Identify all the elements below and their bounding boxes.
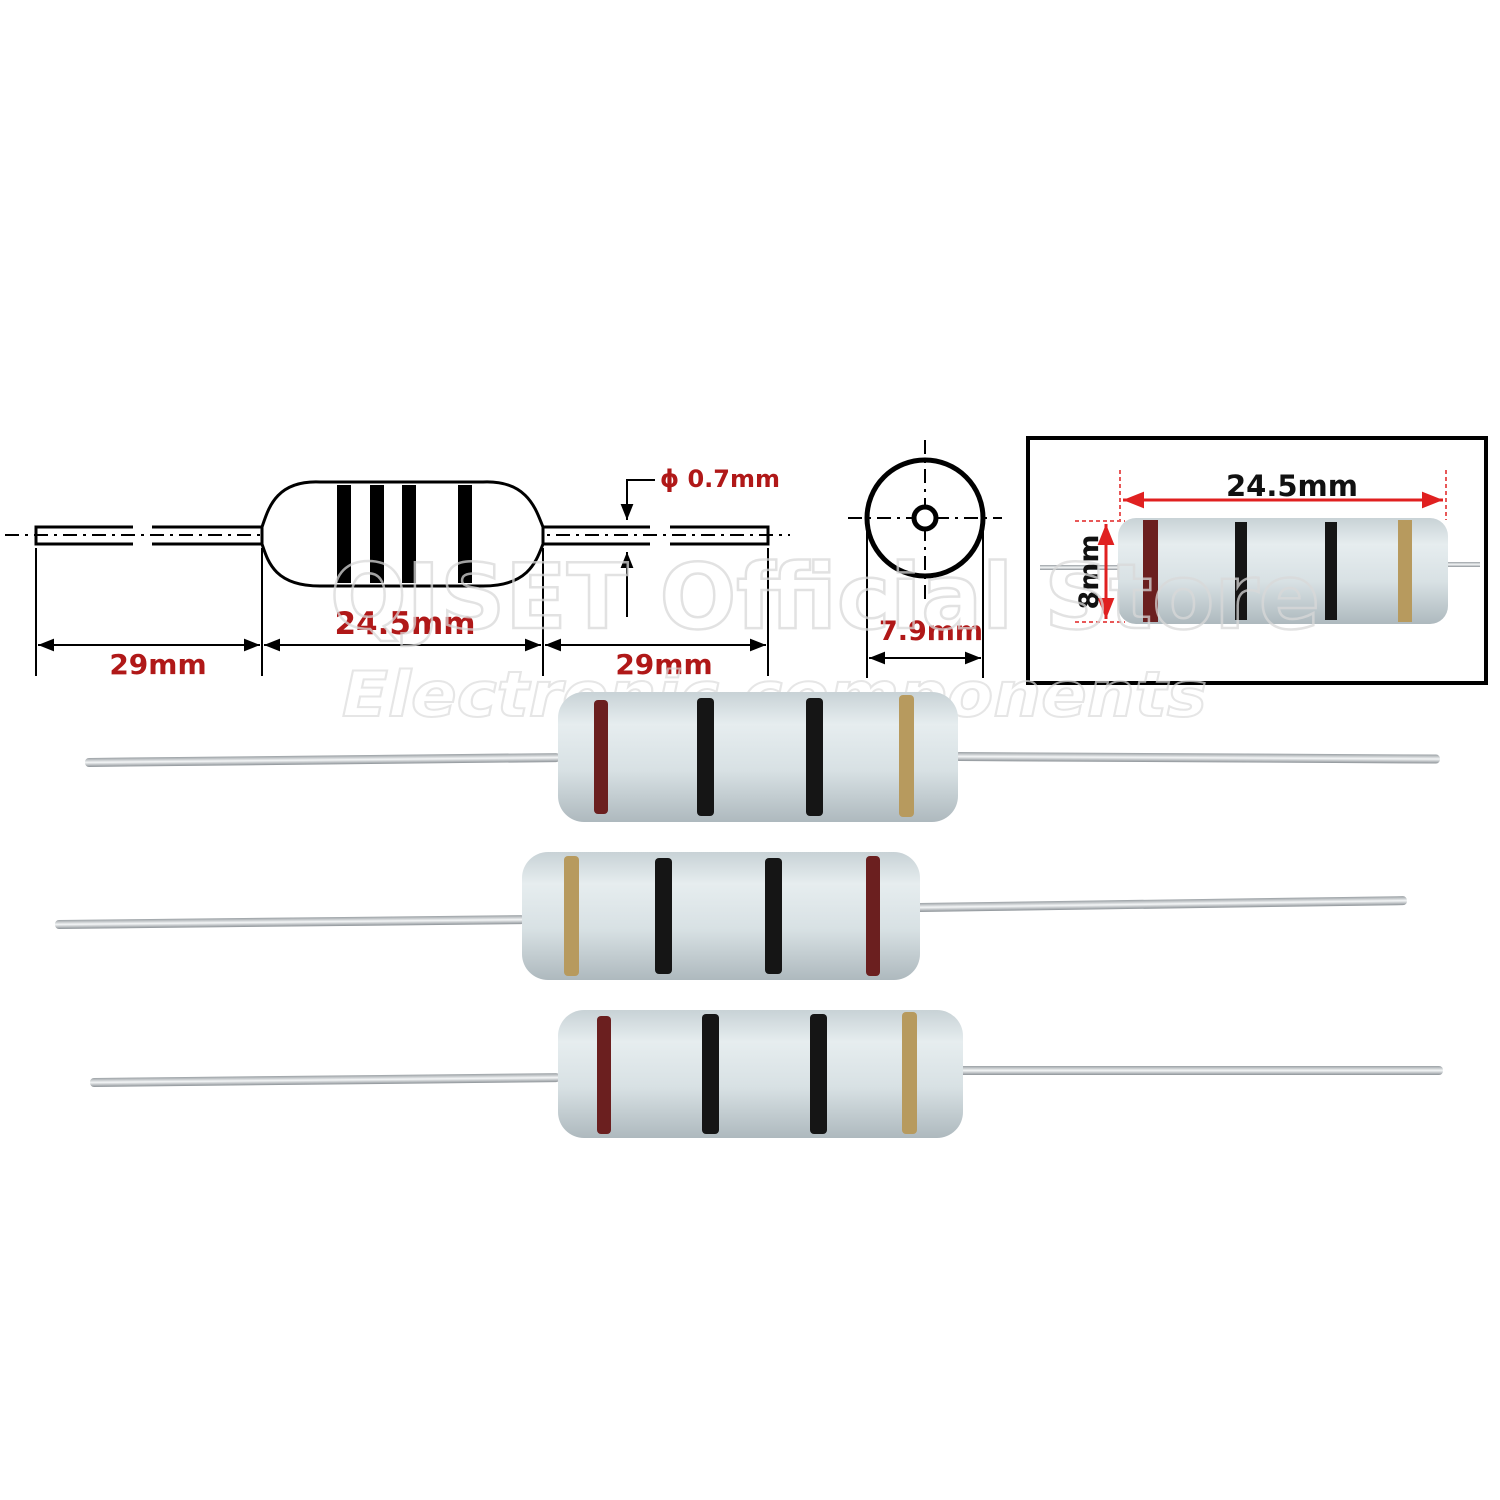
band-1 [337, 485, 351, 583]
inset-height-label: 8mm [1074, 534, 1105, 609]
inset-photo-box: 24.5mm 8mm [1026, 436, 1488, 685]
band-4 [458, 485, 472, 583]
end-view-lead-hole [911, 504, 939, 532]
inset-length-label: 24.5mm [1226, 469, 1358, 503]
end-view-outer-circle [864, 457, 986, 579]
body-length-label: 24.5mm [334, 606, 475, 642]
resistor-photo-3 [89, 1010, 1443, 1138]
left-lead [34, 525, 262, 546]
side-view-drawing: 29mm 24.5mm 29mm ϕ 0.7mm [5, 465, 790, 681]
end-view-diameter-label: 7.9mm [879, 616, 983, 647]
inset-resistor-body [1118, 518, 1448, 624]
resistor-photo-1 [84, 692, 1440, 822]
left-lead-length-label: 29mm [109, 648, 206, 681]
watermark-store-name: QJSET Official Store [330, 545, 1320, 650]
lead-diameter-label: ϕ 0.7mm [660, 465, 780, 493]
right-lead-length-label: 29mm [615, 648, 712, 681]
resistor-photos [54, 692, 1443, 1138]
band-3 [402, 485, 416, 583]
resistor-photo-2 [54, 852, 1407, 980]
band-2 [370, 485, 384, 583]
lead-diameter-callout: ϕ 0.7mm [606, 465, 780, 617]
end-view-drawing: 7.9mm [848, 440, 1002, 678]
